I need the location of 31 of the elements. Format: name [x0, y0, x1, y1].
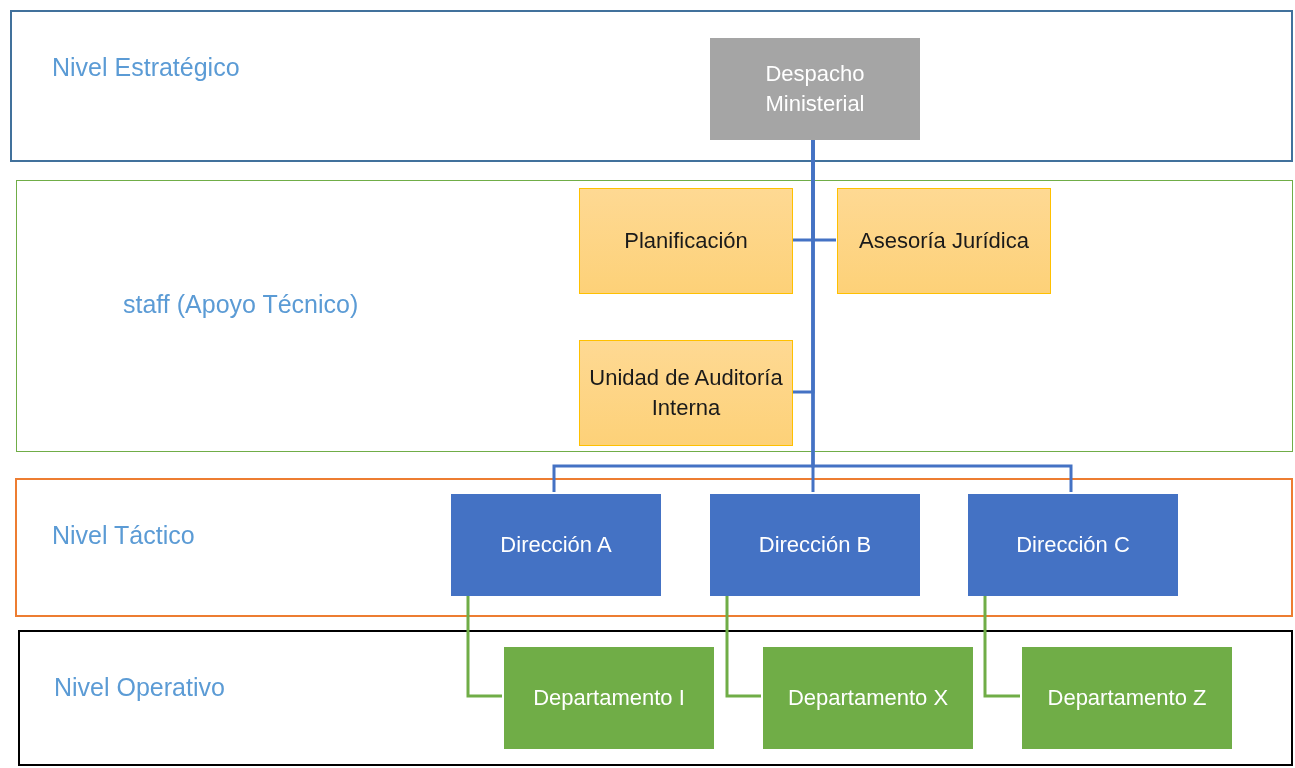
box-label: Departamento Z: [1047, 684, 1207, 712]
level-band: [18, 630, 1293, 766]
org-box: [451, 494, 661, 596]
staff-box: [579, 340, 793, 446]
connector-line: [466, 594, 502, 698]
box-label: Asesoría Jurídica: [859, 227, 1029, 255]
level-band: [15, 478, 1293, 617]
level-band: [10, 10, 1293, 162]
staff-box: [579, 188, 793, 294]
box-label: Dirección A: [500, 531, 612, 559]
box-label: Dirección B: [758, 531, 872, 559]
level-heading: Nivel Táctico: [52, 520, 196, 551]
box-label: Unidad de Auditoría Interna: [588, 364, 784, 422]
box-label: Departamento I: [533, 684, 685, 712]
box-label: Departamento X: [787, 684, 949, 712]
connector-line: [725, 594, 761, 698]
level-heading: Nivel Operativo: [54, 672, 226, 703]
org-box: [710, 38, 920, 140]
org-box: [763, 647, 973, 749]
level-heading: Nivel Estratégico: [52, 52, 241, 83]
box-label: Despacho Ministerial: [764, 60, 866, 118]
level-band: [16, 180, 1293, 452]
staff-box: [837, 188, 1051, 294]
connector-line: [983, 594, 1020, 698]
org-box: [968, 494, 1178, 596]
org-box: [1022, 647, 1232, 749]
box-label: Planificación: [624, 227, 748, 255]
org-box: [504, 647, 714, 749]
org-box: [710, 494, 920, 596]
box-label: Dirección C: [1016, 531, 1130, 559]
level-heading: staff (Apoyo Técnico): [123, 289, 360, 320]
